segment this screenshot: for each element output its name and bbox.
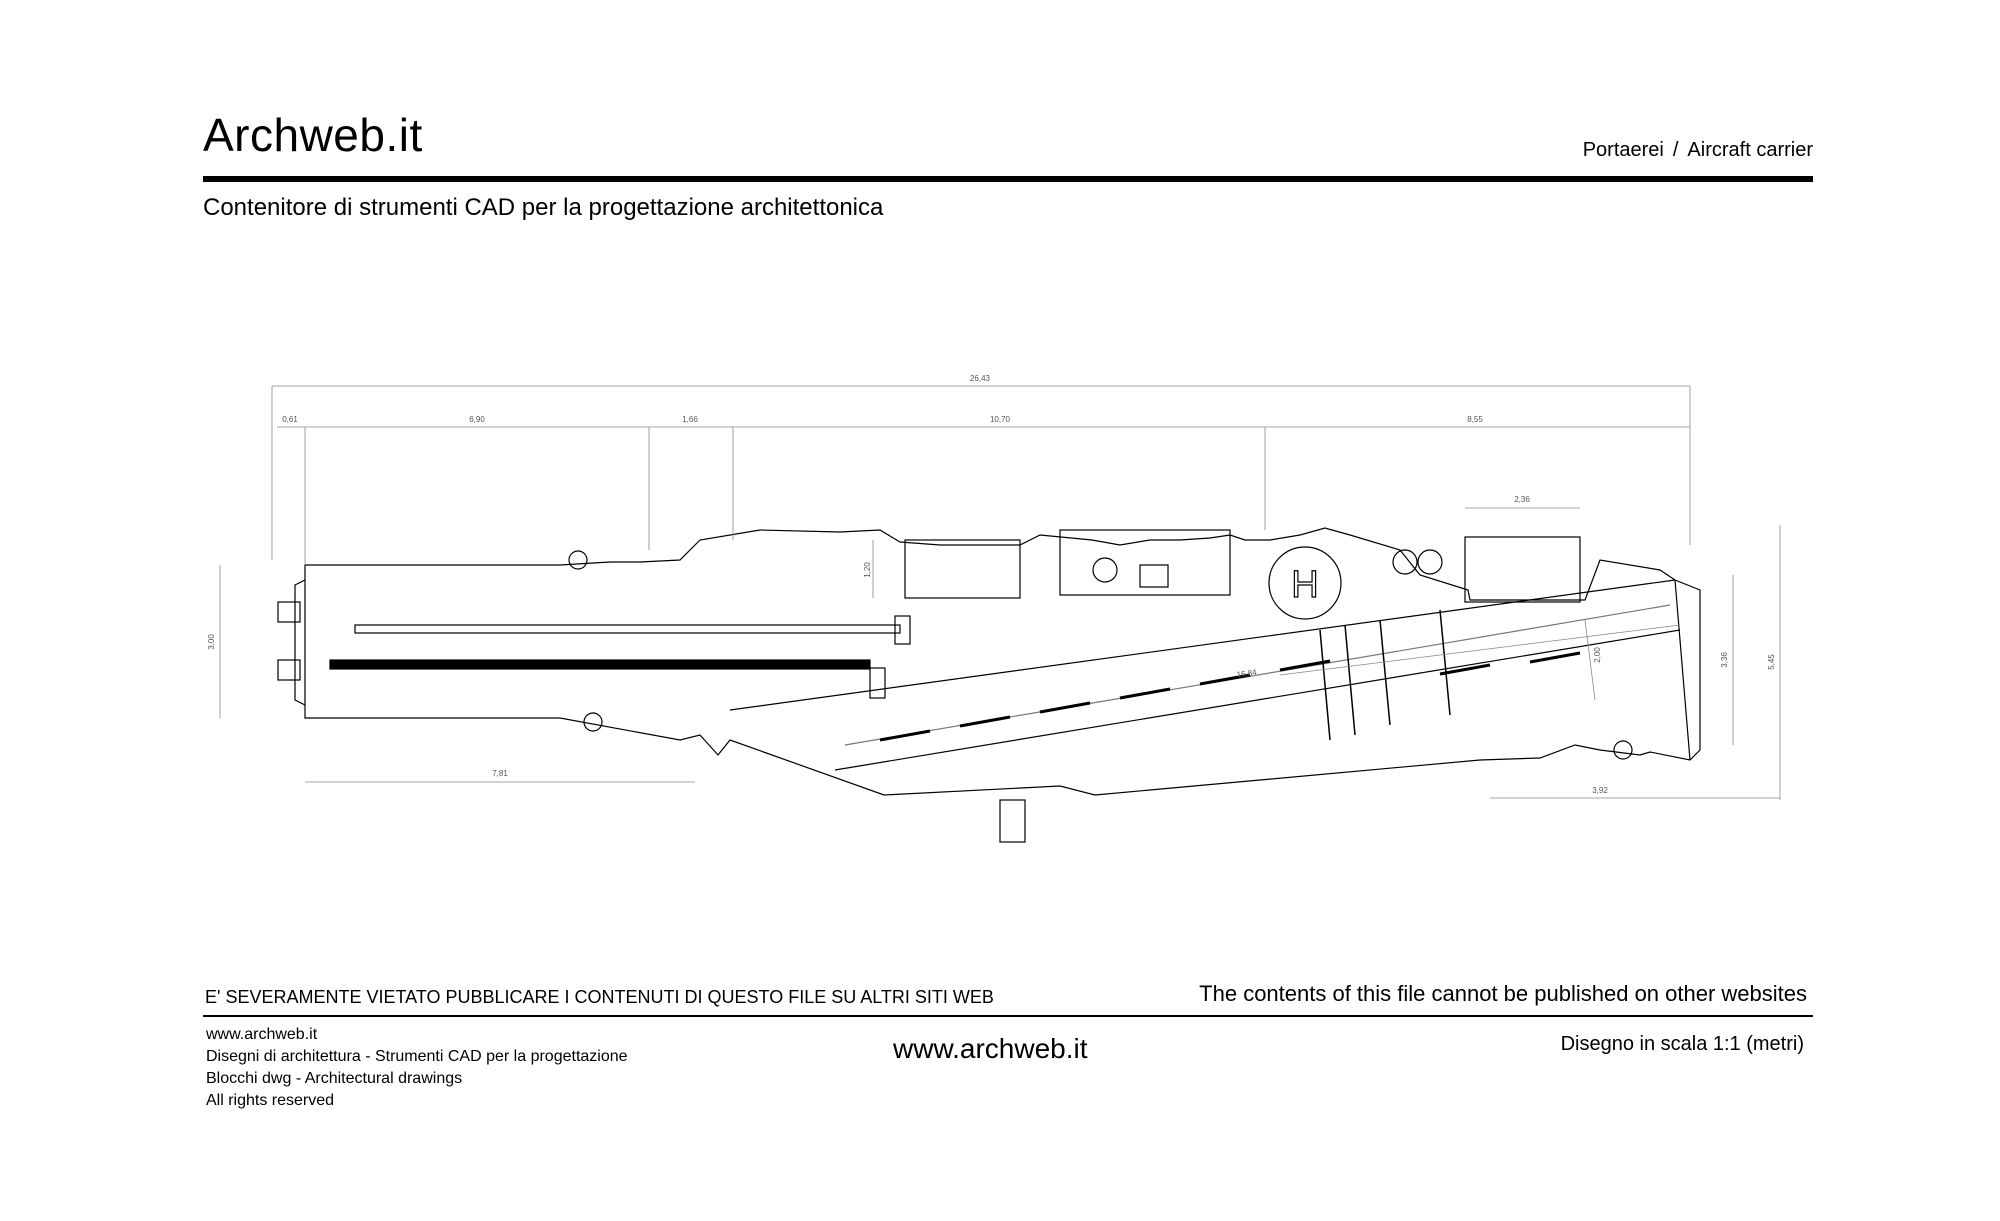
dimension-segment: 1,66 [682, 415, 698, 424]
footer-info-line: Disegni di architettura - Strumenti CAD … [206, 1048, 628, 1065]
angled-runway [729, 579, 1691, 771]
breadcrumb-separator: / [1672, 139, 1679, 161]
runway-dash [1039, 701, 1091, 714]
elevator-fan [1417, 549, 1443, 575]
dimension-stern-width: 3,36 [1720, 652, 1729, 668]
catapult-block [894, 615, 911, 645]
drawing-scale: Disegno in scala 1:1 (metri) [1560, 1033, 1804, 1055]
brand-logo-text: Archweb.it [203, 109, 423, 161]
dimension-segment: 8,55 [1467, 415, 1483, 424]
runway-dash [1119, 687, 1171, 700]
arrester-wire [1379, 619, 1391, 726]
catapult-track [329, 659, 871, 670]
footer-info-line: Blocchi dwg - Architectural drawings [206, 1070, 463, 1087]
runway-dash [1529, 651, 1581, 664]
island [1059, 529, 1231, 596]
dimension-segment: 0,61 [282, 415, 298, 424]
catapult-block [869, 667, 886, 699]
bow-catapult-block [277, 659, 301, 681]
runway-dash [879, 729, 931, 742]
dimension-overall-width: 5,45 [1767, 654, 1776, 670]
runway-dash [1199, 673, 1251, 686]
dimension-segment: 10,70 [990, 415, 1011, 424]
breadcrumb: Portaerei / Aircraft carrier [1583, 140, 1813, 160]
footer-info-block: www.archweb.it Disegni di architettura -… [206, 1024, 628, 1112]
arrester-wire [1344, 624, 1356, 736]
hull-outline [304, 527, 1701, 796]
helipad-letter: H [1291, 564, 1318, 606]
breadcrumb-english: Aircraft carrier [1687, 139, 1813, 161]
sponson-turret [1613, 740, 1633, 760]
page-subtitle: Contenitore di strumenti CAD per la prog… [203, 194, 884, 221]
bow-catapult-block [277, 601, 301, 623]
footer-info-line: All rights reserved [206, 1092, 335, 1109]
header-rule [203, 176, 1813, 182]
runway-dash [1439, 663, 1491, 676]
dimension-overall-length: 26,43 [970, 374, 991, 383]
dimension-island-depth: 1,20 [863, 562, 872, 578]
dimension-segment: 6,90 [469, 415, 485, 424]
elevator-fan [1392, 549, 1418, 575]
dimension-bow-bottom: 7,81 [492, 769, 508, 778]
bow-detail [294, 579, 306, 706]
catapult-track [354, 624, 901, 634]
dimension-runway-length: 16,84 [1236, 668, 1258, 680]
stern-deck-lift [999, 799, 1026, 843]
dimension-stern-bottom: 3,92 [1592, 786, 1608, 795]
elevator [904, 539, 1021, 599]
arrester-wire [1439, 609, 1451, 716]
copyright-warning-english: The contents of this file cannot be publ… [1199, 981, 1807, 1006]
island-radar [1092, 557, 1118, 583]
sponson-turret [583, 712, 603, 732]
copyright-warning-italian: E' SEVERAMENTE VIETATO PUBBLICARE I CONT… [205, 987, 994, 1007]
dimension-bow-width: 3,00 [207, 634, 216, 650]
footer-info-line: www.archweb.it [206, 1026, 318, 1043]
breadcrumb-italian: Portaerei [1582, 139, 1664, 161]
elevator [1464, 536, 1581, 603]
footer-website[interactable]: www.archweb.it [893, 1033, 1088, 1064]
dimension-runway-width: 2,00 [1593, 647, 1602, 663]
runway-dash [1279, 659, 1331, 672]
island-block [1139, 564, 1169, 588]
dimension-elevator-width: 2,36 [1514, 495, 1530, 504]
arrester-wire [1319, 629, 1331, 741]
sponson-turret [568, 550, 588, 570]
runway-dash [959, 715, 1011, 728]
helipad-circle [1268, 546, 1342, 620]
footer-rule [203, 1015, 1813, 1017]
